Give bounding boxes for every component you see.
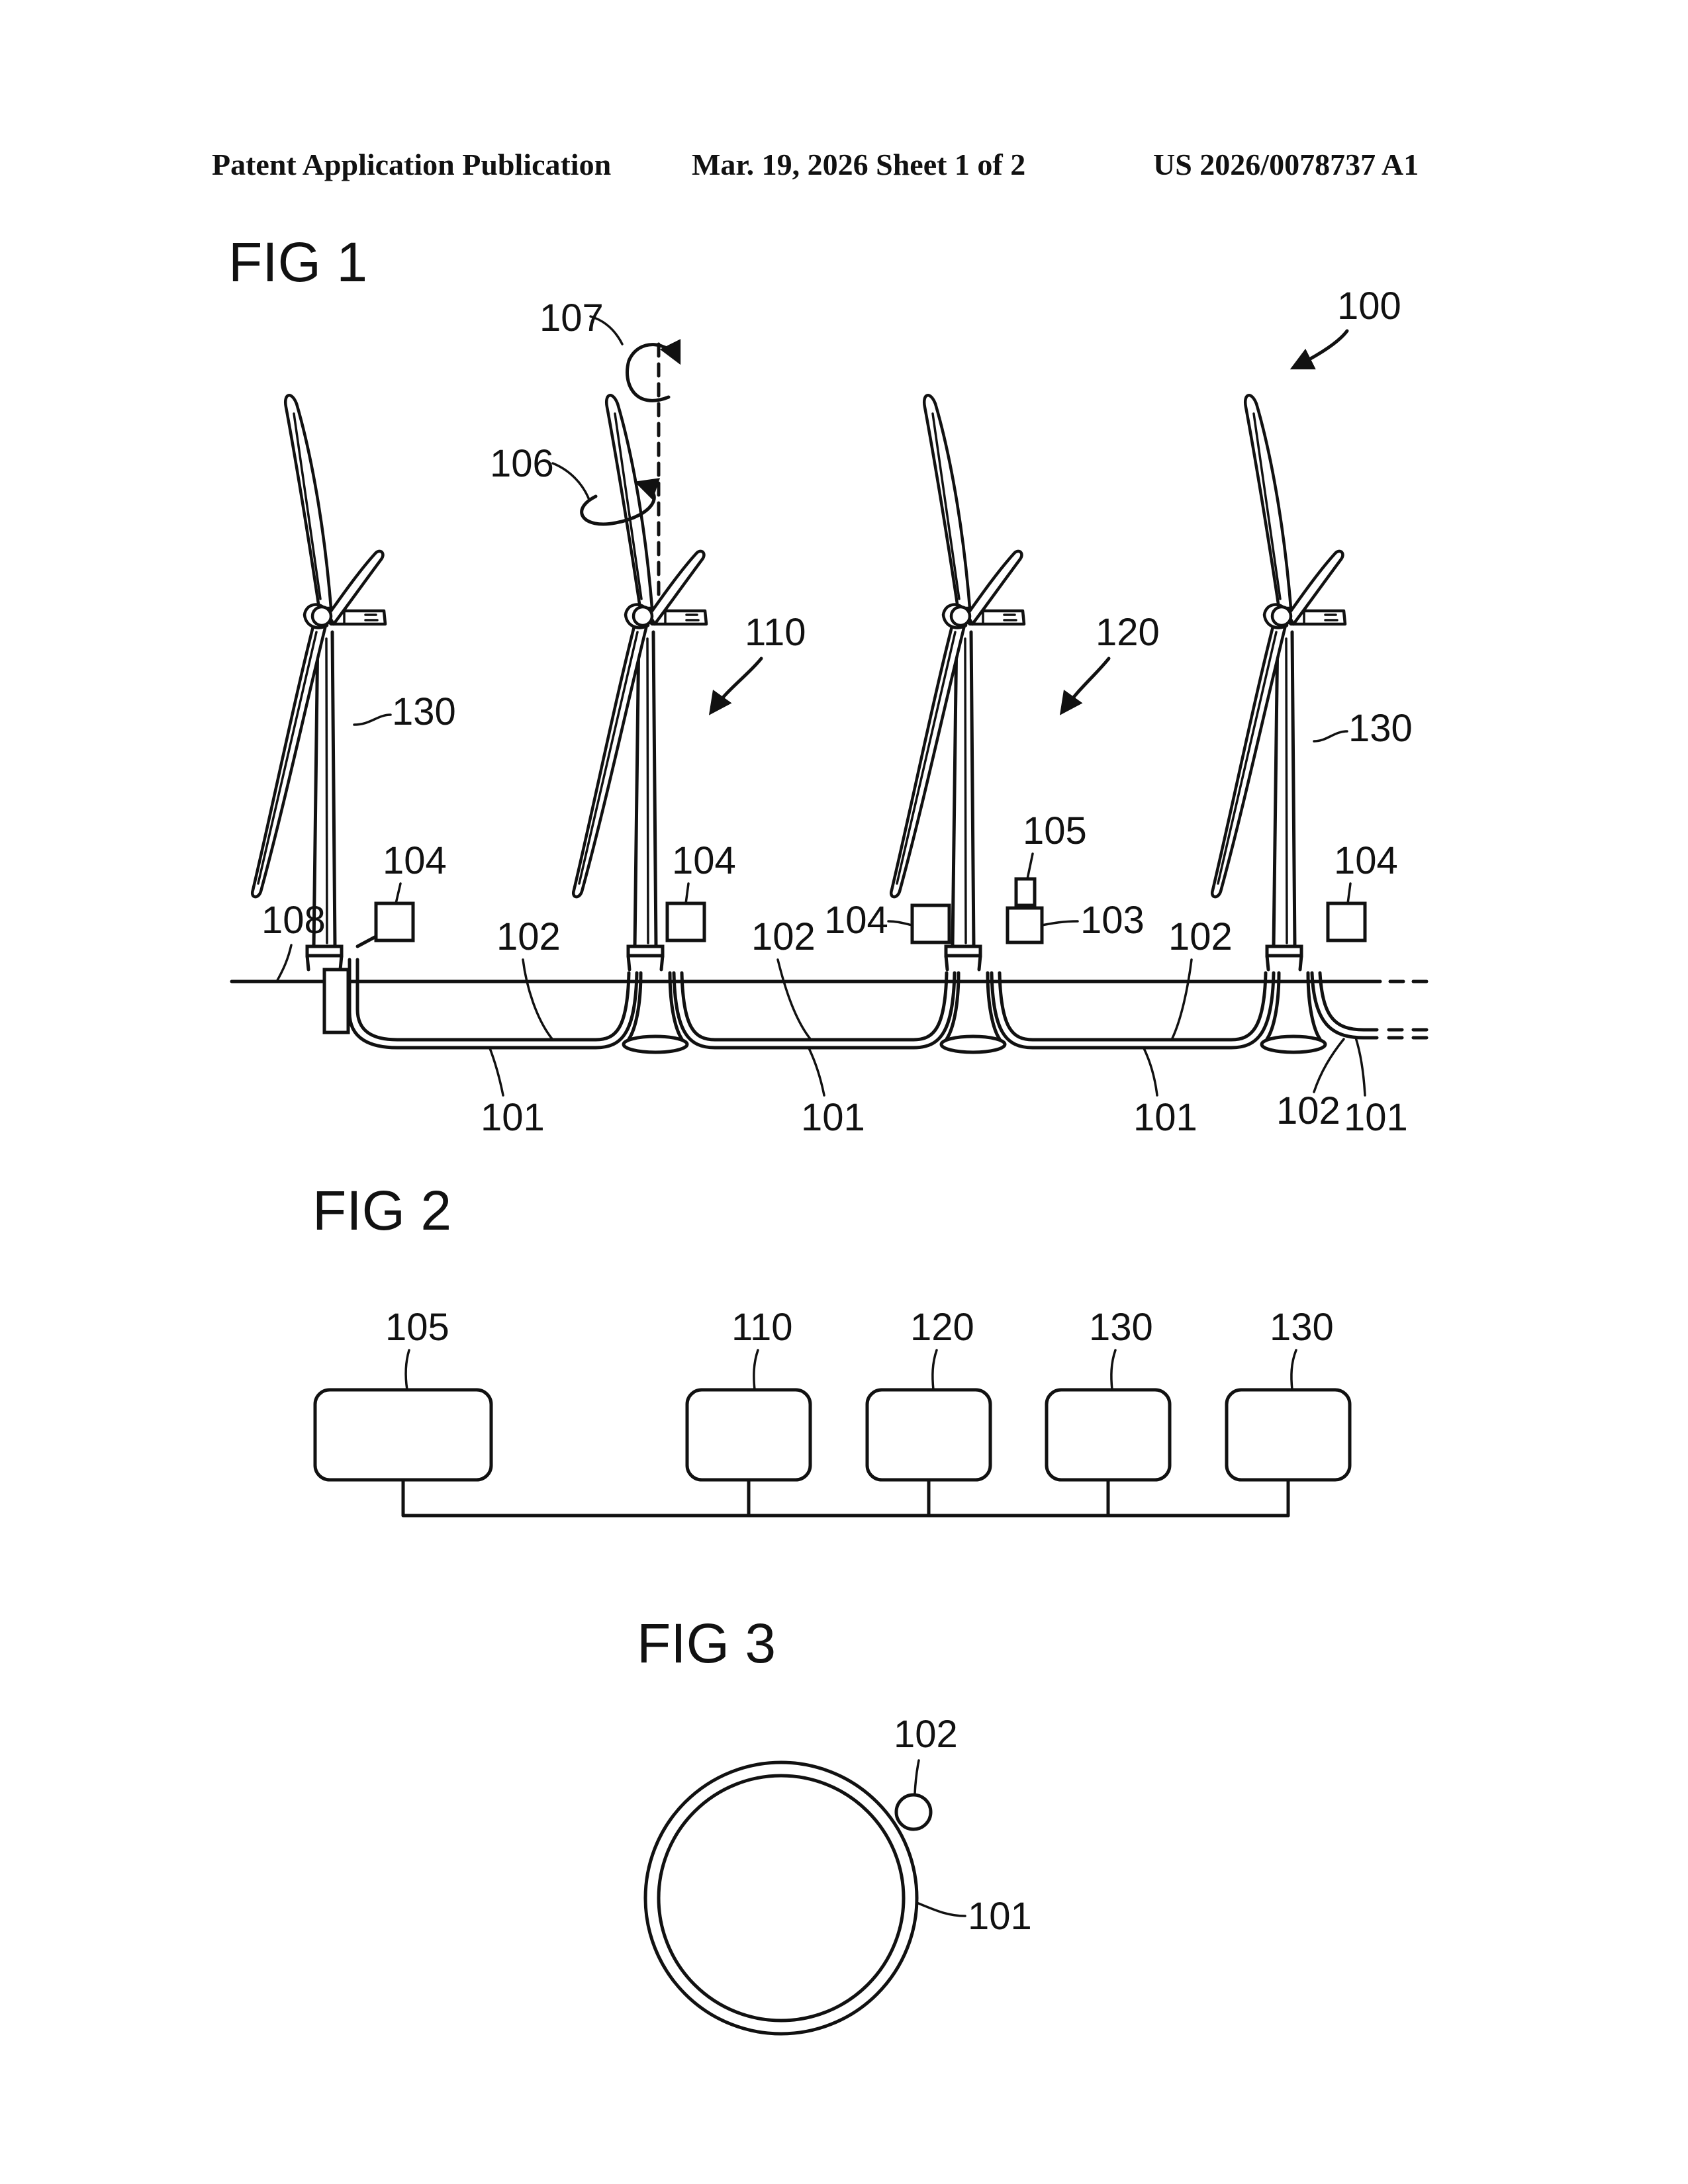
wind-turbine-120 [891, 395, 1024, 970]
label-102-d: 102 [1276, 1089, 1340, 1132]
wind-turbine-130-right [1212, 395, 1345, 970]
label-108: 108 [261, 899, 326, 942]
label-104-d: 104 [1334, 839, 1398, 882]
label-130-left: 130 [392, 690, 456, 733]
label-104-a: 104 [383, 839, 447, 882]
label-110: 110 [745, 611, 806, 654]
central-controller-105 [1016, 879, 1035, 905]
fig1-title: FIG 1 [228, 231, 367, 293]
fig2-label-130-a: 130 [1089, 1306, 1153, 1349]
control-unit-104-b [667, 903, 704, 940]
subsea-cables [350, 960, 1427, 1048]
label-101-d: 101 [1344, 1096, 1408, 1139]
fig3-title: FIG 3 [637, 1612, 776, 1674]
cable-outer-sheath [645, 1762, 917, 2034]
fig2-label-105: 105 [385, 1306, 449, 1349]
yaw-rotation-arrow [628, 345, 679, 401]
label-120: 120 [1096, 611, 1160, 654]
fig3-label-101: 101 [968, 1895, 1032, 1938]
control-unit-104-c [912, 905, 949, 942]
label-104-c: 104 [824, 899, 888, 942]
label-101-c: 101 [1133, 1096, 1197, 1139]
fig2-label-120: 120 [910, 1306, 974, 1349]
control-unit-104-d [1328, 903, 1365, 940]
blade-rotation-arrow [582, 483, 655, 524]
label-103: 103 [1080, 899, 1145, 942]
monopile-foundation [324, 970, 348, 1032]
label-102-c: 102 [1168, 915, 1233, 958]
label-101-b: 101 [801, 1096, 865, 1139]
fig2-label-130-b: 130 [1270, 1306, 1334, 1349]
label-105: 105 [1023, 809, 1087, 852]
wind-turbine-130-left [252, 395, 385, 970]
label-104-b: 104 [672, 839, 736, 882]
block-120 [867, 1390, 990, 1480]
substation-103 [1008, 908, 1042, 942]
cable-inner-core [659, 1776, 904, 2021]
fig2-label-110: 110 [731, 1306, 792, 1349]
label-100: 100 [1337, 285, 1401, 328]
block-110 [687, 1390, 810, 1480]
label-102-b: 102 [751, 915, 816, 958]
fig2-title: FIG 2 [312, 1179, 451, 1242]
farm-arrow [1294, 331, 1347, 367]
label-101-a: 101 [481, 1096, 545, 1139]
optical-fiber-102 [896, 1795, 931, 1829]
fig3-label-102: 102 [894, 1713, 958, 1756]
label-106: 106 [490, 442, 554, 485]
label-102-a: 102 [496, 915, 561, 958]
label-130-right: 130 [1348, 707, 1413, 750]
block-130-b [1227, 1390, 1350, 1480]
control-unit-104-a [376, 903, 413, 940]
fig3-cable-cross-section: 102 101 [645, 1713, 1032, 2034]
fig2-block-diagram: 105 110 120 130 130 [315, 1306, 1350, 1516]
label-107: 107 [539, 296, 604, 340]
wind-turbine-110 [573, 395, 706, 970]
block-130-a [1047, 1390, 1170, 1480]
block-105 [315, 1390, 491, 1480]
